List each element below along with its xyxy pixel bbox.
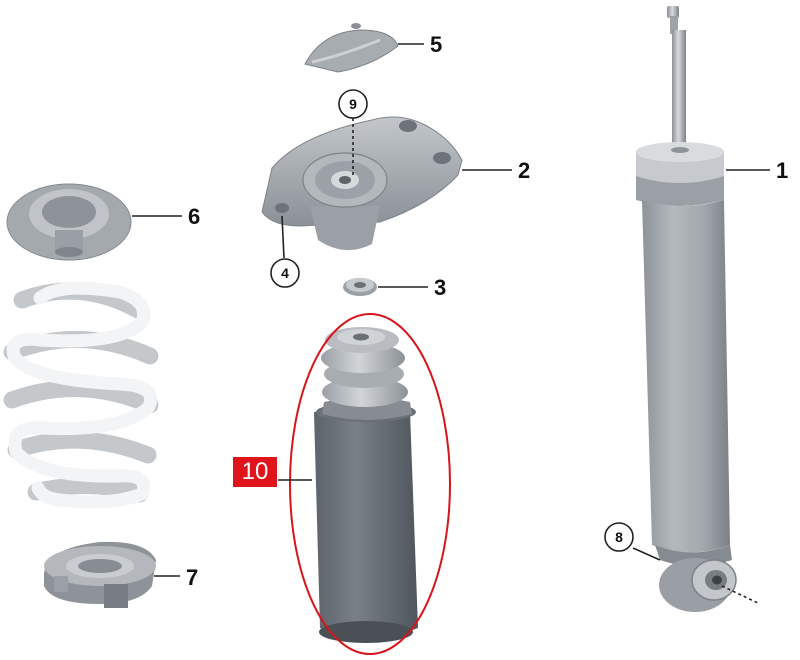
strut-mount — [261, 116, 463, 251]
leader-lines — [132, 43, 770, 577]
callout-9: 9 — [349, 96, 357, 112]
callout-10-highlight-label: 10 — [233, 457, 277, 487]
shock-lower-eye-bushing — [659, 558, 761, 612]
callout-3: 3 — [434, 275, 446, 300]
callout-4: 4 — [281, 265, 289, 281]
shock-absorber — [636, 6, 732, 566]
highlight-ellipse — [289, 313, 451, 655]
callout-8: 8 — [615, 529, 623, 545]
bump-stop-dust-boot — [314, 327, 418, 643]
callout-5: 5 — [430, 32, 442, 57]
callout-circle-4: 4 — [270, 258, 300, 288]
washer — [343, 278, 377, 296]
callout-2: 2 — [518, 158, 530, 183]
dust-cap — [304, 23, 399, 73]
spring-seat-upper — [6, 183, 132, 261]
callout-6: 6 — [188, 204, 200, 229]
coil-spring — [3, 281, 159, 509]
spring-seat-lower — [44, 541, 156, 608]
callout-1: 1 — [776, 158, 788, 183]
callout-circle-8: 8 — [604, 522, 634, 552]
callout-7: 7 — [186, 565, 198, 590]
callout-circle-9: 9 — [338, 89, 368, 119]
